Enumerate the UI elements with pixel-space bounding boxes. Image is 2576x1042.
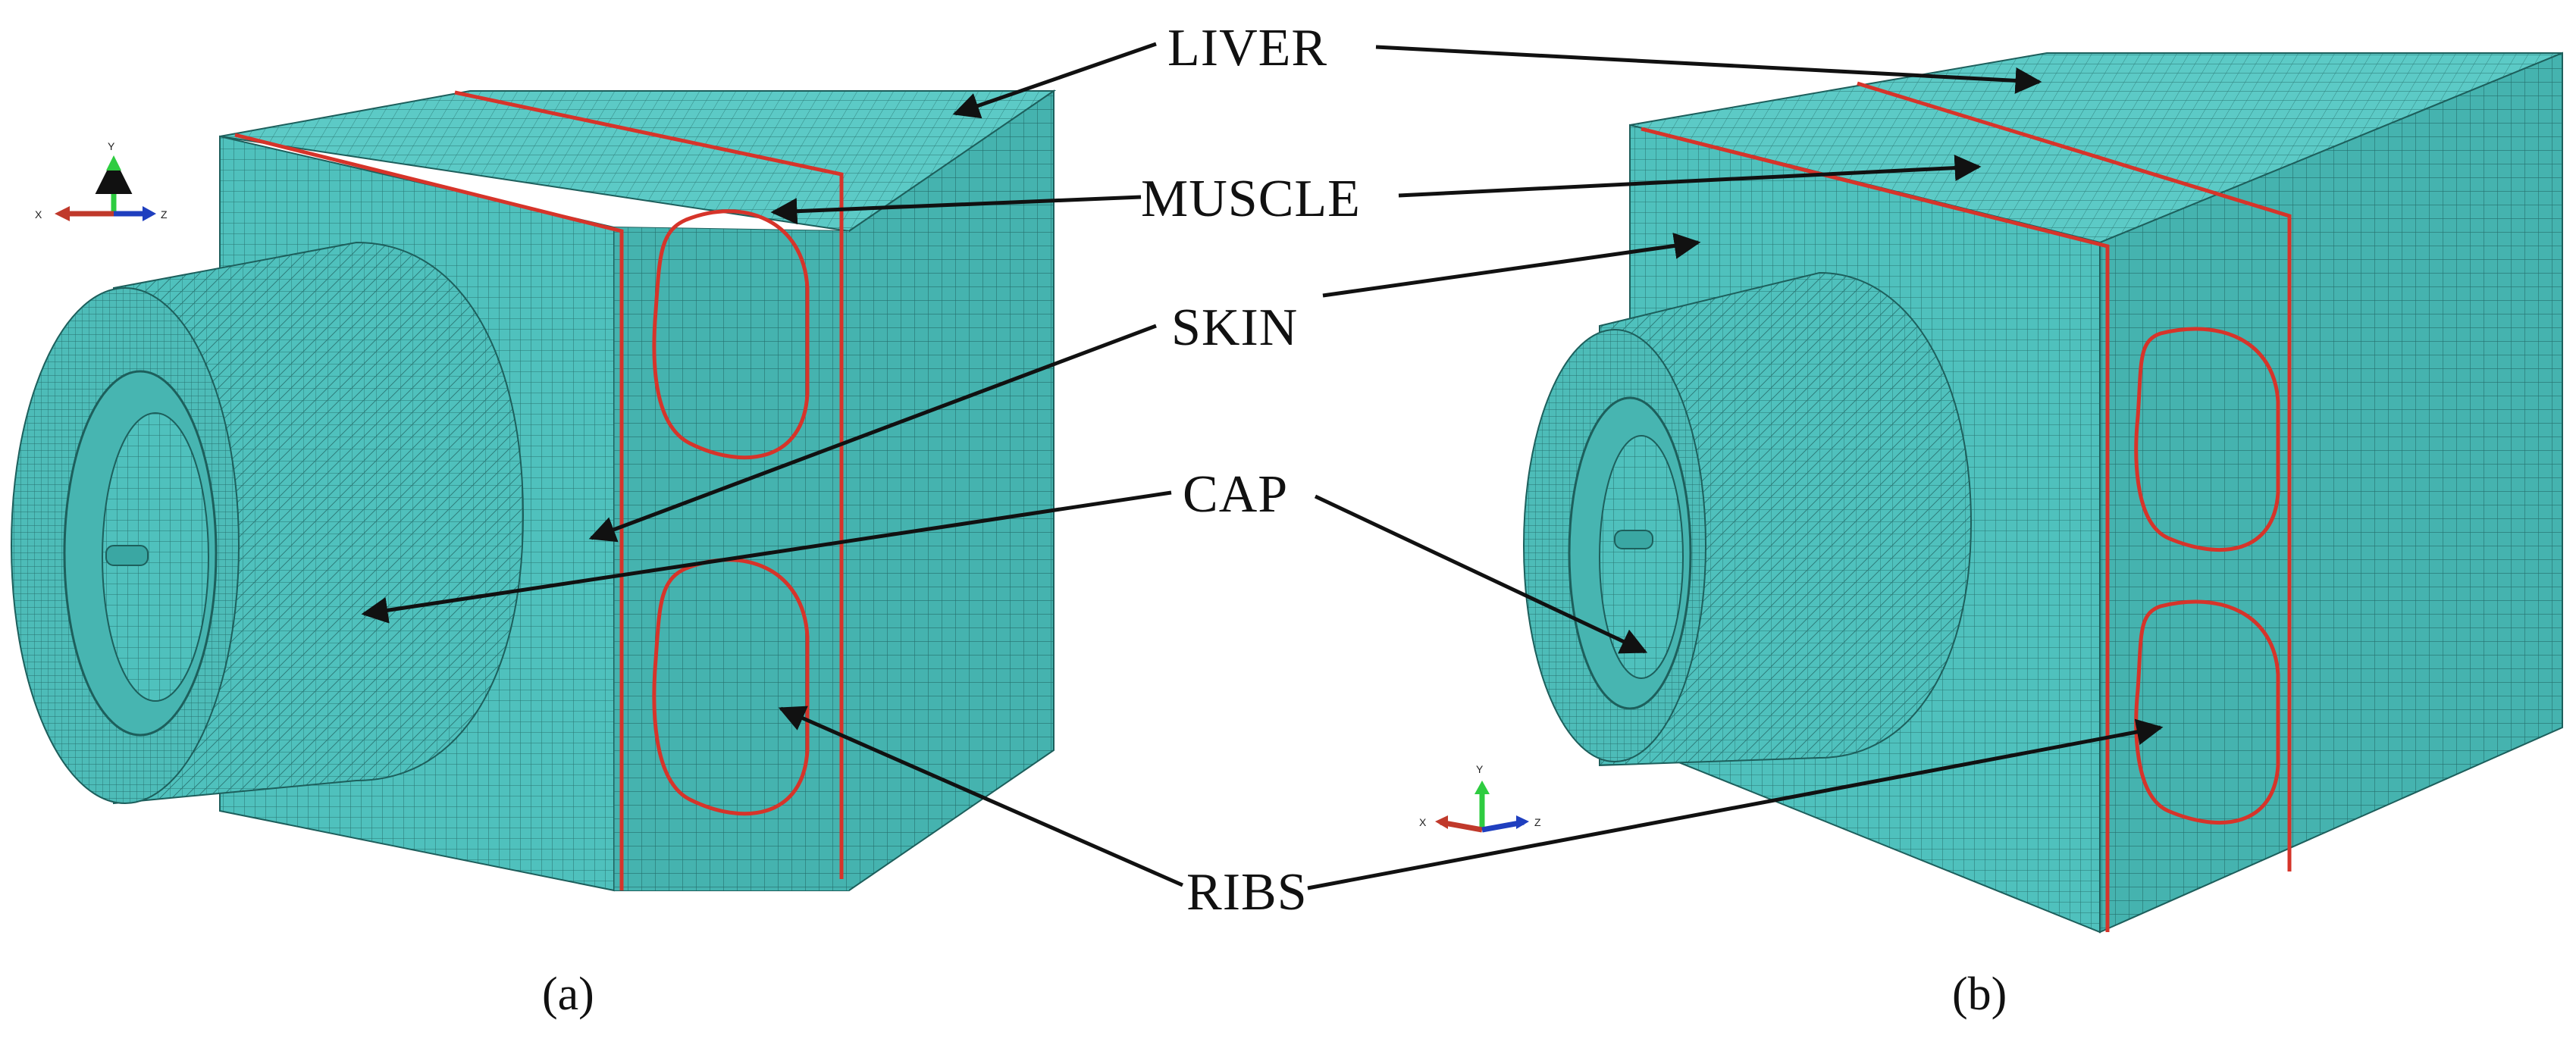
arrow-skin-to-b bbox=[1322, 233, 1701, 298]
label-muscle: MUSCLE bbox=[1141, 170, 1361, 228]
panel-b-cap-pin bbox=[1614, 530, 1653, 549]
arrow-cap-to-a bbox=[361, 490, 1172, 624]
panel-a-red-boundary-1 bbox=[234, 133, 624, 890]
panel-b-cap-inner-core bbox=[1599, 435, 1684, 679]
caption-a: (a) bbox=[542, 968, 594, 1020]
arrow-liver-to-a bbox=[952, 42, 1157, 119]
panel-a-rib-upper bbox=[652, 209, 810, 460]
panel-a-red-boundary-2 bbox=[454, 90, 844, 879]
panel-a-axis-x-label: X bbox=[35, 208, 42, 221]
arrow-muscle-to-a bbox=[770, 195, 1142, 225]
arrow-ribs-to-b bbox=[1307, 718, 2164, 890]
arrow-cap-to-b bbox=[1314, 494, 1648, 654]
panel-a-axis-y-label: Y bbox=[108, 140, 115, 152]
label-cap: CAP bbox=[1183, 465, 1288, 524]
panel-b-model bbox=[1523, 52, 2563, 934]
panel-a-cap-inner-core bbox=[102, 412, 209, 702]
arrow-muscle-to-b bbox=[1398, 155, 1982, 198]
panel-b-axis-z-label: Z bbox=[1534, 816, 1541, 828]
panel-a-axis-triad: Y X Z bbox=[35, 140, 168, 221]
panel-b-axis-x-label: X bbox=[1419, 816, 1427, 828]
callout-arrows bbox=[361, 42, 2164, 890]
arrow-ribs-to-a bbox=[778, 706, 1184, 887]
panel-b-rib-lower bbox=[2134, 599, 2280, 825]
arrow-skin-to-a bbox=[588, 324, 1157, 543]
panel-b-red-boundary-2 bbox=[1857, 81, 2292, 871]
panel-a-model bbox=[11, 89, 1057, 892]
caption-b: (b) bbox=[1952, 968, 2007, 1020]
panel-a-rib-lower bbox=[652, 558, 810, 816]
panel-a-cap-pin bbox=[105, 545, 149, 566]
label-ribs: RIBS bbox=[1186, 863, 1308, 922]
arrow-liver-to-b bbox=[1375, 45, 2042, 94]
panel-b-side-face bbox=[2099, 52, 2563, 934]
label-liver: LIVER bbox=[1167, 19, 1327, 77]
panel-b-red-boundary-1 bbox=[1641, 127, 2110, 932]
label-skin: SKIN bbox=[1171, 299, 1298, 357]
panel-b-rib-upper bbox=[2134, 327, 2280, 552]
panel-b-axis-triad: Y X Z bbox=[1419, 763, 1541, 833]
panel-a-axis-z-label: Z bbox=[161, 208, 168, 221]
panel-b-axis-y-label: Y bbox=[1476, 763, 1484, 775]
